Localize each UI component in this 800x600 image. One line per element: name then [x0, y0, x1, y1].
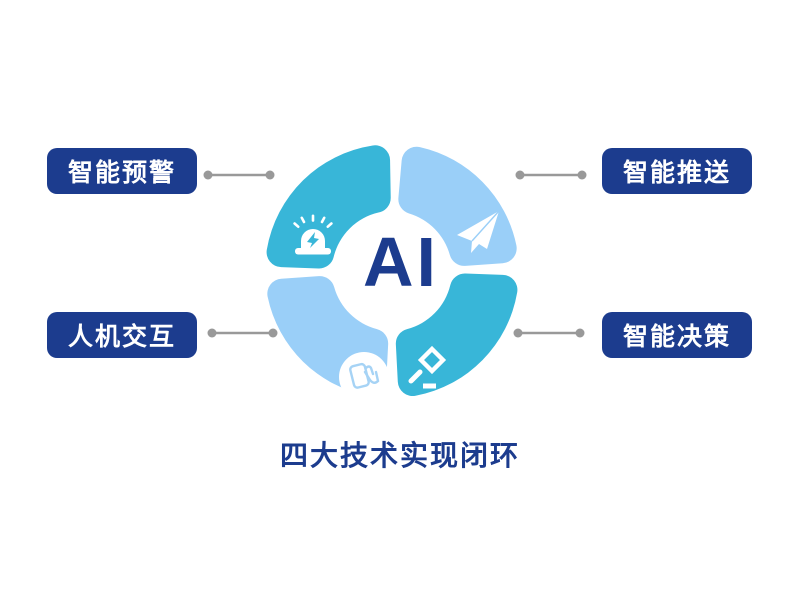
connector-top-left — [203, 170, 275, 180]
connector-dot — [268, 328, 278, 338]
label-text: 智能决策 — [622, 323, 731, 351]
connector-dot — [265, 170, 275, 180]
touch-icon — [339, 352, 389, 402]
connector-top-right — [515, 170, 587, 180]
center-ai-label: AI — [363, 223, 439, 301]
label-box-bottom-right: 智能决策 — [602, 312, 752, 358]
diagram-caption: 四大技术实现闭环 — [279, 440, 520, 471]
ring-segment-top-left — [266, 145, 391, 269]
label-text: 智能推送 — [622, 159, 731, 187]
connector-dot — [203, 170, 213, 180]
alarm-siren-icon — [293, 214, 333, 255]
label-text: 人机交互 — [67, 323, 176, 351]
label-box-bottom-left: 人机交互 — [47, 312, 197, 358]
connector-dot — [577, 170, 587, 180]
connector-dot — [207, 328, 217, 338]
connector-dot — [513, 328, 523, 338]
label-box-top-right: 智能推送 — [602, 148, 752, 194]
gavel-icon — [408, 345, 447, 389]
connector-bottom-left — [207, 328, 278, 338]
connector-dot — [515, 170, 525, 180]
connector-bottom-right — [513, 328, 585, 338]
label-text: 智能预警 — [67, 159, 176, 187]
paper-plane-icon — [457, 210, 500, 253]
label-box-top-left: 智能预警 — [47, 148, 197, 194]
connector-dot — [575, 328, 585, 338]
